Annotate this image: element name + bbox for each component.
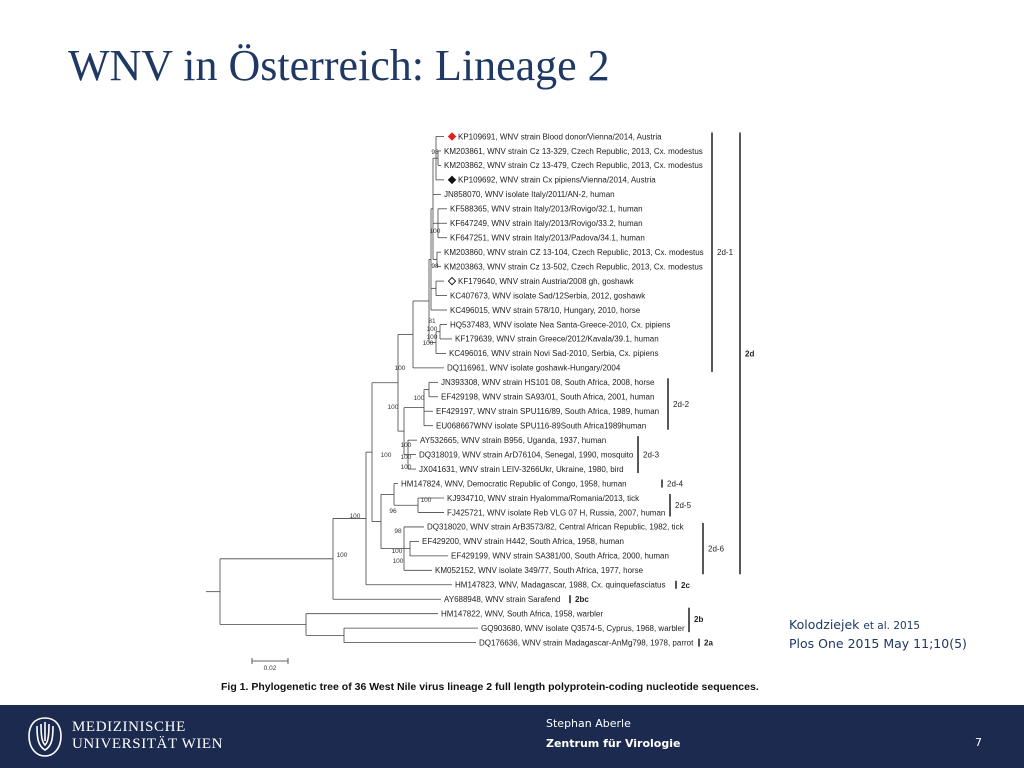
tree-leaf-label: KC407673, WNV isolate Sad/12Serbia, 2012… xyxy=(450,291,646,300)
tree-leaf-label: KJ934710, WNV strain Hyalomma/Romania/20… xyxy=(447,494,640,503)
bootstrap-value: 98 xyxy=(431,149,439,156)
clade-label: 2d-6 xyxy=(708,545,725,554)
tree-branches xyxy=(206,136,478,643)
phylogenetic-tree: KP109691, WNV strain Blood donor/Vienna/… xyxy=(206,132,759,693)
tree-leaves: KP109691, WNV strain Blood donor/Vienna/… xyxy=(401,132,704,647)
bootstrap-value: 98 xyxy=(431,263,439,270)
tree-leaf-label: KM203863, WNV strain Cz 13-502, Czech Re… xyxy=(444,262,703,271)
bootstrap-value: 81 xyxy=(428,318,436,325)
tree-leaf-label: HM147823, WNV, Madagascar, 1988, Cx. qui… xyxy=(455,581,666,590)
clade-label: 2d-4 xyxy=(667,480,684,489)
clade-label: 2d-2 xyxy=(673,400,690,409)
bootstrap-value: 100 xyxy=(401,442,412,449)
clade-label: 2c xyxy=(681,581,690,590)
leaf-marker-icon xyxy=(447,276,457,286)
tree-leaf-label: JN393308, WNV strain HS101 08, South Afr… xyxy=(441,378,655,387)
tree-leaf-label: KM052152, WNV isolate 349/77, South Afri… xyxy=(435,566,644,575)
tree-leaf-label: EF429198, WNV strain SA93/01, South Afri… xyxy=(441,393,654,402)
tree-leaf-label: KC496015, WNV strain 578/10, Hungary, 20… xyxy=(450,306,641,315)
tree-leaf-label: EU068667WNV isolate SPU116-89South Afric… xyxy=(436,422,646,431)
university-name-line1: MEDIZINISCHE xyxy=(72,719,186,735)
tree-leaf-label: KM203861, WNV strain Cz 13-329, Czech Re… xyxy=(444,147,703,156)
tree-leaf-label: KC496016, WNV strain Novi Sad-2010, Serb… xyxy=(449,349,658,358)
tree-leaf-label: HQ537483, WNV isolate Nea Santa-Greece-2… xyxy=(450,320,671,329)
bootstrap-value: 100 xyxy=(381,452,392,459)
tree-leaf-label: JN858070, WNV isolate Italy/2011/AN-2, h… xyxy=(444,190,615,199)
tree-leaf-label: KF647251, WNV strain Italy/2013/Padova/3… xyxy=(450,234,645,243)
tree-leaf-label: FJ425721, WNV isolate Reb VLG 07 H, Russ… xyxy=(447,508,665,517)
bootstrap-value: 98 xyxy=(394,528,402,535)
bootstrap-value: 100 xyxy=(430,228,441,235)
tree-leaf-label: KM203862, WNV strain Cz 13-479, Czech Re… xyxy=(444,161,703,170)
leaf-marker-icon xyxy=(447,175,457,185)
figure-caption: Fig 1. Phylogenetic tree of 36 West Nile… xyxy=(221,681,759,693)
clade-label: 2d xyxy=(745,349,754,358)
clade-label: 2d-5 xyxy=(675,501,692,510)
bootstrap-value: 100 xyxy=(423,340,434,347)
clade-label: 2bc xyxy=(575,595,589,604)
footer-bar: MEDIZINISCHE UNIVERSITÄT WIEN Stephan Ab… xyxy=(0,705,1024,768)
tree-leaf-label: DQ318019, WNV strain ArD76104, Senegal, … xyxy=(419,450,634,459)
leaf-marker-icon xyxy=(447,132,457,141)
clade-label: 2d-1 xyxy=(717,248,734,257)
tree-leaf-label: KP109692, WNV strain Cx pipiens/Vienna/2… xyxy=(458,176,656,185)
bootstrap-value: 100 xyxy=(427,334,438,341)
tree-leaf-label: DQ318020, WNV strain ArB3573/82, Central… xyxy=(427,523,685,532)
tree-leaf-label: KF588365, WNV strain Italy/2013/Rovigo/3… xyxy=(450,205,643,214)
bootstrap-value: 100 xyxy=(350,513,361,520)
citation: Kolodziejek et al. 2015 Plos One 2015 Ma… xyxy=(789,616,967,653)
tree-leaf-label: KF179639, WNV strain Greece/2012/Kavala/… xyxy=(455,335,659,344)
tree-leaf-label: KM203860, WNV strain CZ 13-104, Czech Re… xyxy=(444,248,704,257)
university-logo-icon xyxy=(28,717,62,757)
bootstrap-value: 100 xyxy=(392,548,403,555)
tree-leaf-label: AY688948, WNV strain Sarafend xyxy=(444,595,560,604)
tree-leaf-label: HM147824, WNV, Democratic Republic of Co… xyxy=(401,479,627,488)
bootstrap-values: 9810098811001001001001001001001001001009… xyxy=(337,149,441,565)
clade-label: 2d-3 xyxy=(643,451,660,460)
page-number: 7 xyxy=(975,736,982,749)
institute-name: Zentrum für Virologie xyxy=(546,737,681,750)
tree-leaf-label: EF429200, WNV strain H442, South Africa,… xyxy=(422,537,624,546)
tree-leaf-label: KF179640, WNV strain Austria/2008 gh, go… xyxy=(458,277,635,286)
bootstrap-value: 100 xyxy=(395,365,406,372)
citation-etal: et al. 2015 xyxy=(863,620,921,632)
tree-leaf-label: KP109691, WNV strain Blood donor/Vienna/… xyxy=(458,132,662,141)
bootstrap-value: 100 xyxy=(427,326,438,333)
tree-leaf-label: HM147822, WNV, South Africa, 1958, warbl… xyxy=(441,609,603,618)
slide-title: WNV in Österreich: Lineage 2 xyxy=(68,41,610,90)
bootstrap-value: 100 xyxy=(401,464,412,471)
tree-leaf-label: JX041631, WNV strain LEIV-3266Ukr, Ukrai… xyxy=(419,465,624,474)
bootstrap-value: 100 xyxy=(393,558,404,565)
bootstrap-value: 100 xyxy=(401,454,412,461)
citation-author: Kolodziejek xyxy=(789,617,860,632)
tree-leaf-label: EF429199, WNV strain SA381/00, South Afr… xyxy=(451,552,669,561)
bootstrap-value: 100 xyxy=(414,395,425,402)
clade-label: 2b xyxy=(694,615,703,624)
bootstrap-value: 100 xyxy=(337,552,348,559)
scale-bar-label: 0.02 xyxy=(264,665,277,672)
tree-leaf-label: DQ176636, WNV strain Madagascar-AnMg798,… xyxy=(479,638,694,647)
tree-leaf-label: EF429197, WNV strain SPU116/89, South Af… xyxy=(436,407,659,416)
clade-labels: 2d-1 2d 2d-2 2d-3 2d-4 2d-5 2d-6 2c 2bc 2b 2a xyxy=(569,132,754,648)
university-name: MEDIZINISCHE UNIVERSITÄT WIEN xyxy=(72,719,223,753)
university-name-line2: UNIVERSITÄT WIEN xyxy=(72,736,224,752)
tree-leaf-label: KF647249, WNV strain Italy/2013/Rovigo/3… xyxy=(450,219,643,228)
tree-leaf-label: GQ903680, WNV isolate Q3574-5, Cyprus, 1… xyxy=(481,624,685,633)
scale-bar: 0.02 xyxy=(251,658,289,672)
presenter-name: Stephan Aberle xyxy=(546,717,631,730)
citation-journal: Plos One 2015 May 11;10(5) xyxy=(789,636,967,651)
bootstrap-value: 96 xyxy=(389,508,397,515)
clade-label: 2a xyxy=(704,639,713,648)
tree-leaf-label: DQ116961, WNV isolate goshawk-Hungary/20… xyxy=(447,364,621,373)
bootstrap-value: 100 xyxy=(388,404,399,411)
bootstrap-value: 100 xyxy=(421,497,432,504)
tree-leaf-label: AY532665, WNV strain B956, Uganda, 1937,… xyxy=(420,436,606,445)
